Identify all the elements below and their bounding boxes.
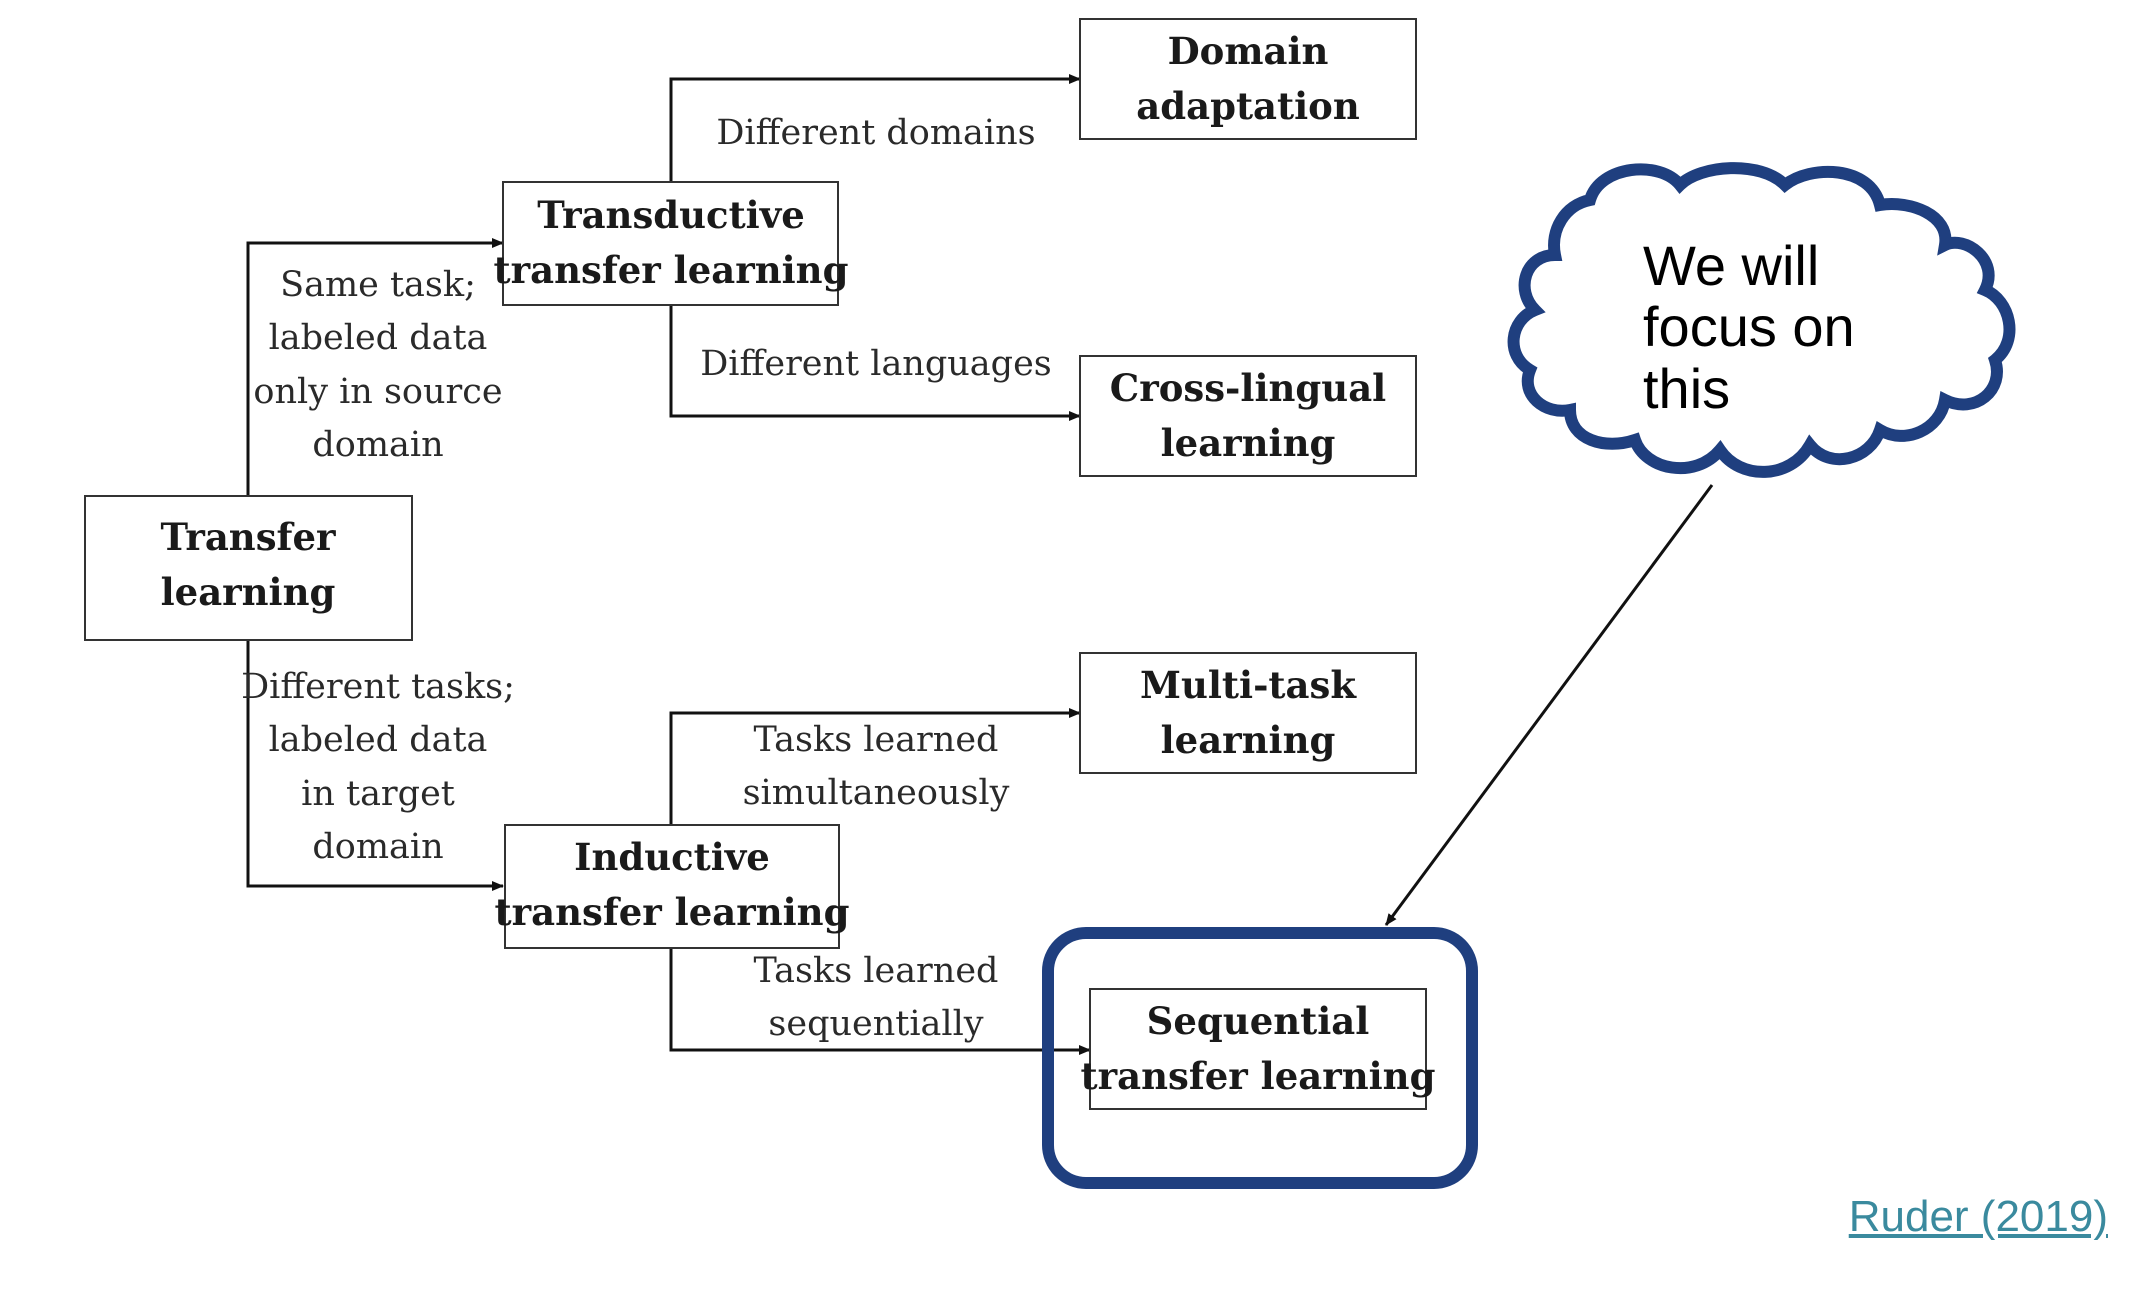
node-inductive-transfer-learning: Inductive transfer learning (495, 824, 850, 949)
edge-label-different-tasks: Different tasks; labeled data in target … (241, 667, 515, 867)
edge-label-line: sequentially (768, 1004, 983, 1044)
node-label-line: adaptation (1136, 84, 1360, 128)
citation-link[interactable]: Ruder (2019) (1848, 1192, 2108, 1241)
node-label-line: Cross-lingual (1110, 366, 1386, 410)
node-label-line: transfer learning (495, 890, 850, 934)
node-label-line: Domain (1168, 29, 1329, 73)
edge-label-different-domains: Different domains (716, 113, 1035, 153)
edge-label-line: Tasks learned (754, 720, 999, 760)
edge-label-line: domain (312, 827, 443, 867)
node-label-line: transfer learning (1081, 1054, 1436, 1098)
edge-inductive-to-multi-task (669, 708, 1081, 825)
edge-label-line: labeled data (269, 720, 488, 760)
node-label-line: learning (1161, 421, 1336, 465)
edge-label-tasks-sequential: Tasks learned sequentially (754, 951, 999, 1044)
node-label-line: Transfer (161, 515, 336, 559)
edge-label-line: labeled data (269, 318, 488, 358)
node-sequential-transfer-learning: Sequential transfer learning (1081, 988, 1436, 1110)
node-label-line: Inductive (574, 835, 770, 879)
edge-label-different-languages: Different languages (700, 344, 1052, 384)
node-domain-adaptation: Domain adaptation (1079, 18, 1417, 140)
edge-label-line: only in source (253, 372, 502, 412)
edge-transductive-to-domain-adaptation (669, 74, 1081, 182)
edge-label-line: domain (312, 425, 443, 465)
highlight-box (1042, 927, 1478, 1189)
node-multi-task-learning: Multi-task learning (1079, 652, 1417, 774)
edge-label-line: Same task; (280, 265, 476, 305)
cloud-text-line: this (1643, 357, 1730, 420)
edge-label-tasks-simultaneous: Tasks learned simultaneously (743, 720, 1010, 813)
edge-label-line: in target (301, 774, 455, 814)
edge-transfer-to-inductive (246, 640, 504, 891)
edge-label-same-task: Same task; labeled data only in source d… (253, 265, 502, 465)
node-label-line: learning (1161, 718, 1336, 762)
cloud-text-line: We will (1643, 234, 1819, 297)
node-transfer-learning: Transfer learning (84, 495, 413, 641)
node-label-line: transfer learning (494, 248, 849, 292)
edge-transfer-to-transductive (246, 238, 504, 496)
edge-label-line: Tasks learned (754, 951, 999, 991)
edge-inductive-to-sequential (669, 948, 1091, 1055)
node-label-line: Sequential (1147, 999, 1370, 1043)
cloud-callout-shape (1507, 162, 2016, 478)
edge-label-line: Different tasks; (241, 667, 515, 707)
edge-label-line: simultaneously (743, 773, 1010, 813)
callout-pointer-arrow (1384, 484, 1714, 926)
node-cross-lingual-learning: Cross-lingual learning (1079, 355, 1417, 477)
node-label-line: Multi-task (1140, 663, 1357, 707)
node-label-line: learning (161, 570, 336, 614)
node-transductive-transfer-learning: Transductive transfer learning (494, 181, 849, 306)
cloud-text-line: focus on (1643, 295, 1855, 358)
edge-transductive-to-cross-lingual (669, 305, 1081, 421)
node-label-line: Transductive (537, 193, 805, 237)
